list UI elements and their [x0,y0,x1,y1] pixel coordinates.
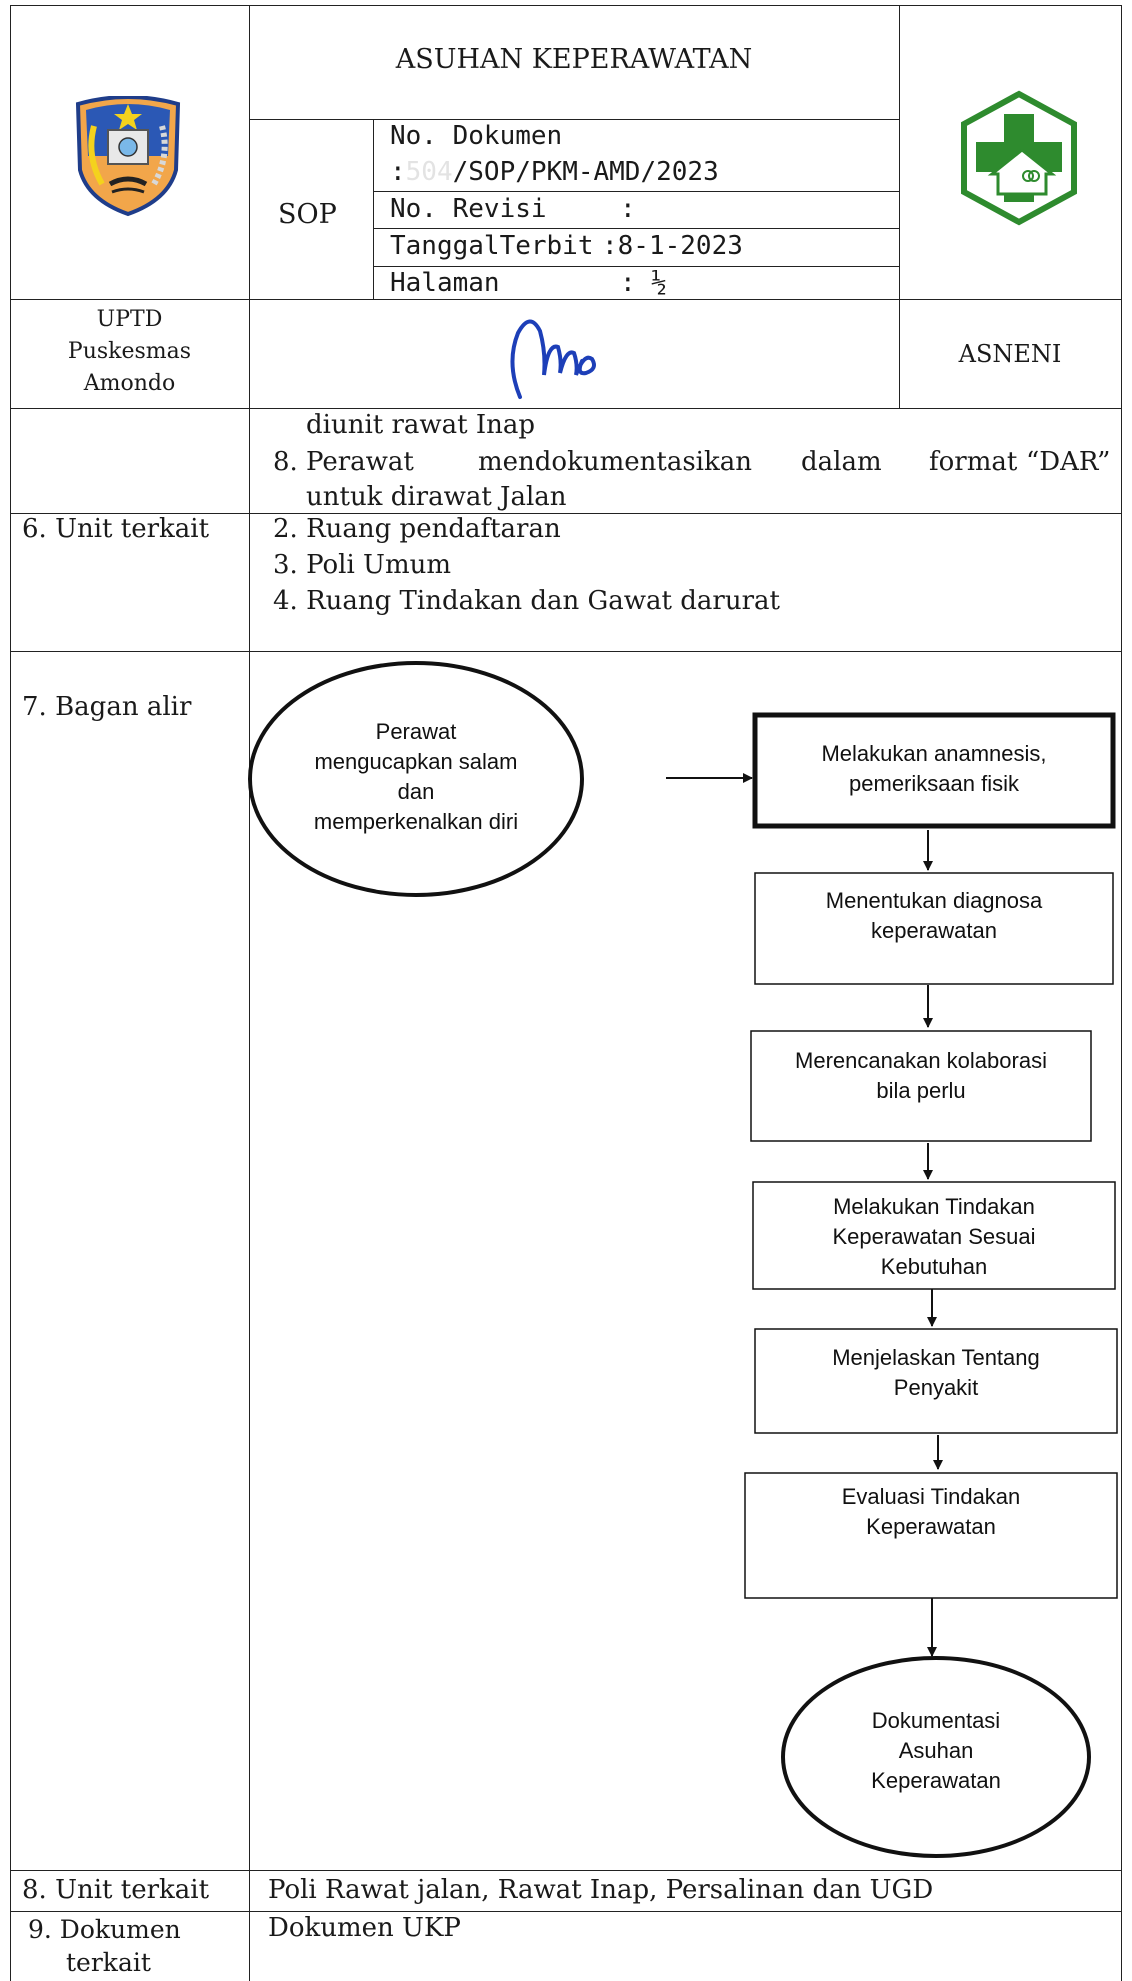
regency-emblem-icon [72,95,184,218]
step-8-word: format [929,447,1018,477]
flowchart-end-text: Dokumentasi Asuhan Keperawatan [871,1708,1001,1793]
section-6-label: 6. Unit terkait [22,514,210,544]
flowchart-step-text: Menjelaskan Tentang Penyakit [832,1345,1040,1400]
continuation-line: diunit rawat Inap [306,410,536,440]
section-9-label: 9. Dokumen terkait [28,1915,181,1977]
puskesmas-logo-icon [958,90,1080,226]
step-8-word: mendokumentasikan [478,447,752,477]
flowchart-start-shape [248,661,584,897]
flowchart-process-shape [754,1328,1118,1434]
flowchart-process-shape [750,1030,1092,1142]
unit-item: 3. Poli Umum [273,550,452,580]
signature-icon [500,313,612,401]
unit-item: 4. Ruang Tindakan dan Gawat darurat [273,586,780,616]
date-value: :8-1-2023 [602,231,743,261]
flowchart-process-shape [752,1181,1116,1290]
doc-no-label: No. Dokumen [390,121,563,151]
flowchart-step-text: Melakukan Tindakan Keperawatan Sesuai Ke… [832,1194,1036,1279]
flowchart-process-shape [754,872,1114,985]
date-label: TanggalTerbit [390,231,594,261]
flowchart-end-shape [781,1656,1091,1858]
document-title: ASUHAN KEPERAWATAN [395,44,753,75]
flowchart-step-text: Menentukan diagnosa keperawatan [825,888,1043,943]
step-8-number: 8. [273,447,298,477]
section-8-value: Poli Rawat jalan, Rawat Inap, Persalinan… [268,1875,934,1905]
section-7-label: 7. Bagan alir [22,692,192,722]
step-8-word: “DAR” [1026,447,1111,477]
page-value: : ½ [620,268,667,298]
sop-label: SOP [278,199,337,230]
unit-item: 2. Ruang pendaftaran [273,514,561,544]
doc-no-value: :504/SOP/PKM-AMD/2023 [390,157,719,187]
flowchart-step-text: Merencanakan kolaborasi bila perlu [795,1048,1047,1103]
revision-value: : [620,194,636,224]
flowchart-step-text: Evaluasi Tindakan Keperawatan [841,1484,1021,1539]
section-9-value: Dokumen UKP [268,1913,461,1943]
step-8-word: dalam [801,447,882,477]
flowchart-process-shape [752,712,1116,829]
flowchart-step-text: Melakukan anamnesis, pemeriksaan fisik [821,741,1047,796]
section-8-label: 8. Unit terkait [22,1875,210,1905]
page-label: Halaman [390,268,500,298]
revision-label: No. Revisi [390,194,547,224]
step-8-word: Perawat [306,447,414,477]
flowchart-start-text: Perawat mengucapkan salam dan memperkena… [313,719,519,834]
step-8-line-2: untuk dirawat Jalan [306,482,567,512]
signer-name: ASNENI [958,340,1062,368]
org-name: UPTD Puskesmas Amondo [67,307,192,396]
flowchart-process-shape [744,1472,1118,1599]
